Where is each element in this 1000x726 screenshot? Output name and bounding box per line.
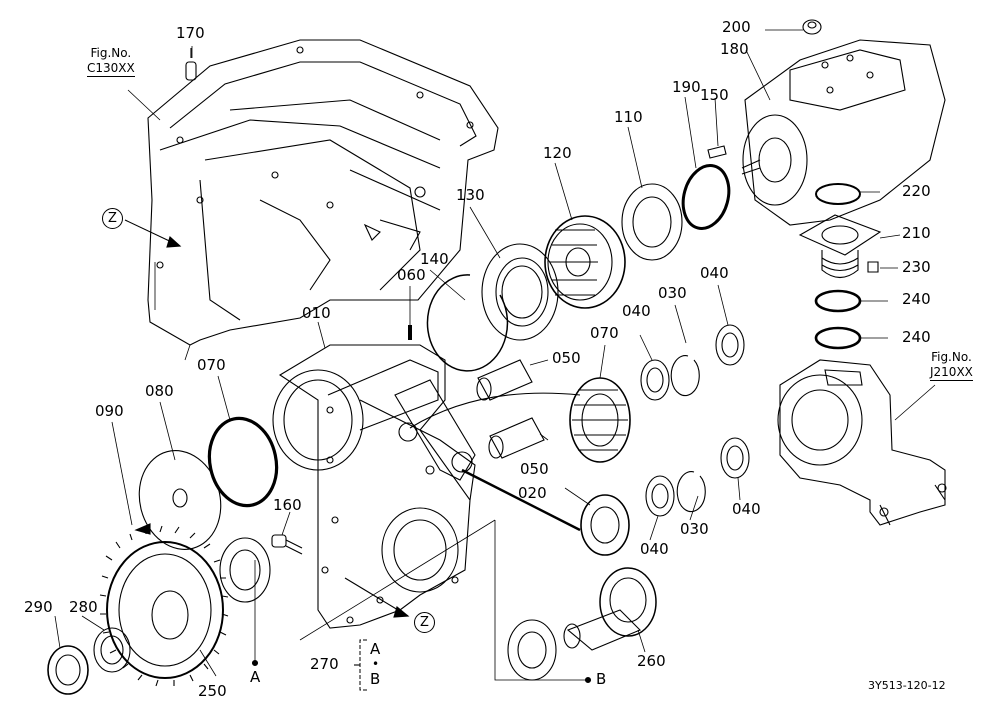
- bolt-230: [867, 261, 879, 273]
- bracket-label-b: B: [370, 670, 381, 688]
- part-label-010: 010: [302, 304, 331, 322]
- part-label-050-upper: 050: [552, 349, 581, 367]
- flange-210: [798, 214, 882, 279]
- part-label-210: 210: [902, 224, 931, 242]
- shaft-gear-260: [563, 567, 657, 651]
- view-marker-z-lower: Z: [414, 612, 435, 633]
- cover-080: [138, 450, 222, 550]
- collar-280: [93, 627, 131, 673]
- part-label-220: 220: [902, 182, 931, 200]
- part-label-040-d: 040: [732, 500, 761, 518]
- part-label-280: 280: [69, 598, 98, 616]
- part-label-250: 250: [198, 682, 227, 700]
- o-ring-240-a: [814, 289, 862, 313]
- bearing-110: [621, 183, 683, 261]
- cap-200: [802, 19, 822, 35]
- part-label-270: 270: [310, 655, 339, 673]
- pump-180: [741, 39, 946, 226]
- fig-ref-c130xx: Fig.No. C130XX: [87, 46, 135, 77]
- point-label-b: B: [596, 670, 607, 688]
- shaft-050-lower: [488, 417, 545, 459]
- part-label-240-a: 240: [902, 290, 931, 308]
- part-label-110: 110: [614, 108, 643, 126]
- bolt-160: [271, 534, 303, 555]
- gear-020: [580, 494, 630, 556]
- part-label-130: 130: [456, 186, 485, 204]
- part-label-290: 290: [24, 598, 53, 616]
- nut-290: [47, 645, 89, 695]
- fig-ref-title: Fig.No.: [90, 46, 132, 60]
- o-ring-190: [681, 164, 731, 230]
- bearing-lower: [507, 619, 557, 681]
- leader-lines: [54, 29, 936, 677]
- o-ring-240-b: [814, 326, 862, 350]
- part-label-240-b: 240: [902, 328, 931, 346]
- part-label-100: 090: [95, 402, 124, 420]
- shaft-050-upper: [476, 359, 533, 401]
- housing-c130xx: [147, 39, 499, 346]
- fig-ref-j210xx: Fig.No. J210XX: [930, 350, 973, 381]
- bearing-130: [481, 243, 559, 341]
- cover-plate-010: [272, 344, 476, 629]
- part-label-150: 150: [700, 86, 729, 104]
- part-label-040-a: 040: [622, 302, 651, 320]
- gear-070: [569, 377, 631, 463]
- fig-ref-number: J210XX: [930, 365, 973, 381]
- part-label-200: 200: [722, 18, 751, 36]
- part-label-160: 160: [273, 496, 302, 514]
- bearing-left: [219, 537, 271, 603]
- leader-070: [409, 392, 581, 429]
- part-label-230: 230: [902, 258, 931, 276]
- fig-ref-title: Fig.No.: [931, 350, 972, 364]
- part-label-070: 070: [590, 324, 619, 342]
- leader-020: [461, 468, 581, 532]
- snap-ring-140: [426, 274, 509, 372]
- pin-170: [185, 61, 197, 81]
- idler-arm: [394, 379, 476, 481]
- gear-250: [99, 525, 229, 687]
- bracket-dot: •: [372, 657, 380, 671]
- part-label-060: 060: [397, 266, 426, 284]
- part-label-030-b: 030: [680, 520, 709, 538]
- fig-ref-number: C130XX: [87, 61, 135, 77]
- bolt-100: [134, 523, 151, 535]
- drawing-code: 3Y513-120-12: [868, 679, 946, 692]
- part-label-030-a: 030: [658, 284, 687, 302]
- point-label-a: A: [250, 668, 261, 686]
- housing-j210xx: [777, 359, 947, 526]
- part-label-090: 070: [197, 356, 226, 374]
- bearings-040-030: [640, 324, 750, 517]
- part-label-080: 080: [145, 382, 174, 400]
- part-label-050-lower: 050: [520, 460, 549, 478]
- o-ring-090: [207, 416, 279, 508]
- part-label-140: 140: [420, 250, 449, 268]
- part-label-020: 020: [518, 484, 547, 502]
- part-label-120: 120: [543, 144, 572, 162]
- part-label-190: 190: [672, 78, 701, 96]
- part-label-040-b: 040: [700, 264, 729, 282]
- part-label-170: 170: [176, 24, 205, 42]
- part-label-040-c: 040: [640, 540, 669, 558]
- part-label-260: 260: [637, 652, 666, 670]
- o-ring-220: [815, 183, 861, 205]
- bracket-label-a: A: [370, 640, 381, 658]
- view-marker-z-upper: Z: [102, 208, 123, 229]
- stud-150: [707, 145, 727, 159]
- part-label-180: 180: [720, 40, 749, 58]
- gear-120: [544, 215, 626, 309]
